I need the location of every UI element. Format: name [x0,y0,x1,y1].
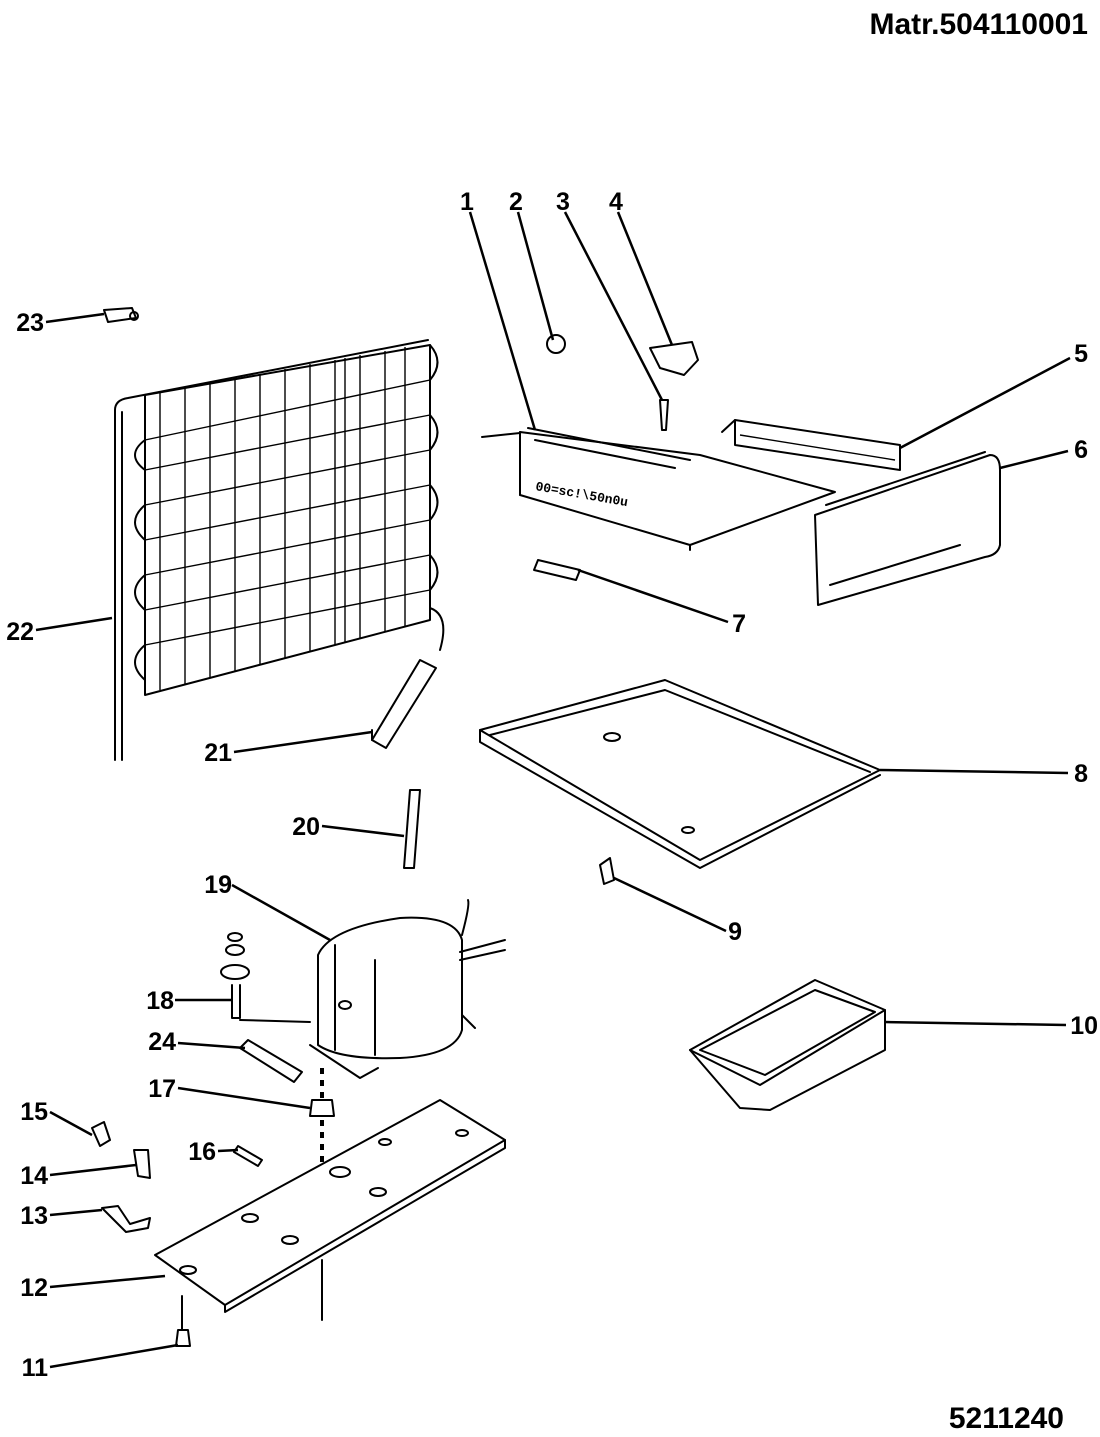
base-plate [154,1099,506,1321]
callout-labels: 1 2 3 4 5 6 7 8 9 10 11 12 13 14 15 16 1… [6,188,1098,1382]
part-9 [599,857,615,885]
leader-lines [35,211,1071,1369]
callout-7: 7 [732,610,746,638]
callout-19: 19 [204,871,232,899]
part-15 [91,1121,111,1147]
callout-4: 4 [609,188,623,216]
rubber-foot [309,1068,335,1175]
bracket-24 [239,1039,303,1083]
door-flap [814,451,1001,606]
callout-20: 20 [292,813,320,841]
capillary-tube [403,789,421,869]
callout-8: 8 [1074,760,1088,788]
drawing-number: 5211240 [949,1402,1064,1435]
callout-22: 22 [6,618,34,646]
callout-1: 1 [460,188,474,216]
callout-5: 5 [1074,340,1088,368]
knob [546,334,566,354]
ice-cube-tray [689,979,886,1111]
drier-filter [371,659,437,749]
part-13 [101,1205,151,1233]
callout-10: 10 [1070,1012,1098,1040]
callout-12: 12 [20,1274,48,1302]
screw-foot [175,1295,191,1347]
callout-9: 9 [728,918,742,946]
callout-16: 16 [188,1138,216,1166]
callout-13: 13 [20,1202,48,1230]
part-14 [133,1149,151,1179]
callout-14: 14 [20,1162,48,1190]
compressor [309,899,506,1079]
callout-24: 24 [148,1028,176,1056]
clip-23 [103,307,139,323]
pin [659,399,669,431]
thermostat [649,341,699,376]
latch [533,559,581,581]
tab-16 [233,1145,263,1167]
callout-23: 23 [16,309,44,337]
evaporator-tray: 00=sc!\50n0u [481,427,836,551]
material-code: Matr.504110001 [869,8,1088,41]
callout-2: 2 [509,188,523,216]
support-rail [721,419,901,471]
callout-6: 6 [1074,436,1088,464]
callout-17: 17 [148,1075,176,1103]
grommet-stack [220,932,311,1023]
callout-3: 3 [556,188,570,216]
callout-11: 11 [22,1354,49,1382]
drip-tray [479,679,881,869]
callout-15: 15 [20,1098,48,1126]
callout-18: 18 [146,987,174,1015]
callout-21: 21 [204,739,232,767]
condenser-coil [114,339,445,761]
